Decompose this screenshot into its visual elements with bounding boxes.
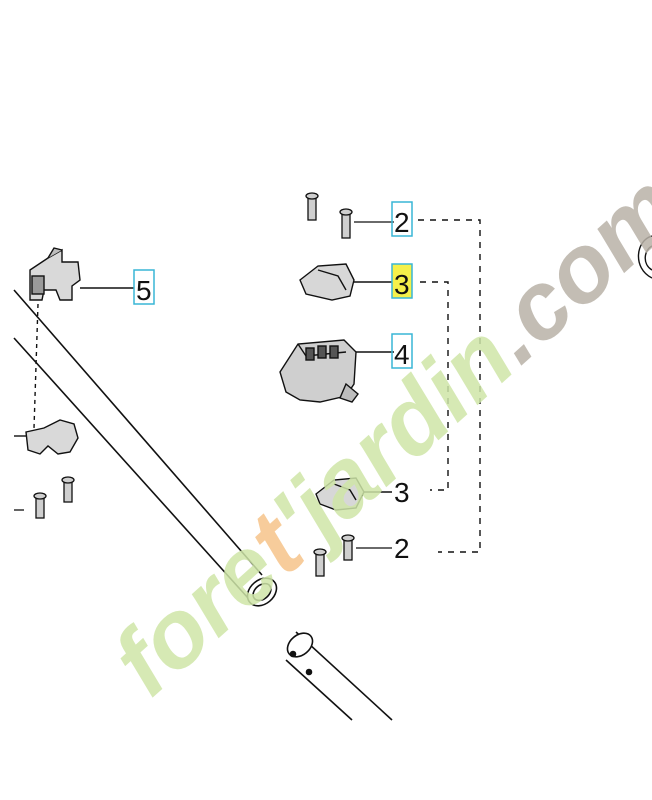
callout-3-bottom: 3 bbox=[394, 477, 410, 508]
svg-text:foret'jardin.com: foret'jardin.com bbox=[92, 153, 652, 715]
callout-5: 5 bbox=[133, 269, 155, 306]
callout-3-top: 3 bbox=[391, 263, 413, 300]
callout-2-bottom: 2 bbox=[394, 533, 410, 564]
callout-4: 4 bbox=[391, 333, 413, 370]
callout-3-bottom-label: 3 bbox=[394, 477, 410, 508]
part-2-bottom-bolts bbox=[313, 534, 392, 577]
part-4-switch-housing bbox=[279, 339, 394, 403]
part-2-top-bolts bbox=[305, 192, 394, 239]
callout-3-top-label: 3 bbox=[394, 269, 410, 300]
callout-4-label: 4 bbox=[394, 339, 410, 370]
dashed-leaders bbox=[418, 219, 481, 553]
main-tube bbox=[13, 289, 278, 607]
edge-part bbox=[637, 235, 652, 279]
part-5-lower-clamp bbox=[14, 303, 79, 455]
part-3-top-bracket bbox=[299, 263, 394, 301]
watermark: foret'jardin.com bbox=[92, 153, 652, 715]
callout-2-bottom-label: 2 bbox=[394, 533, 410, 564]
left-bolts bbox=[14, 476, 75, 519]
lower-tube bbox=[285, 631, 393, 721]
callout-2-top: 2 bbox=[391, 201, 413, 238]
callout-5-label: 5 bbox=[136, 275, 152, 306]
callout-2-top-label: 2 bbox=[394, 207, 410, 238]
part-3-bottom-bracket bbox=[315, 477, 392, 511]
part-5-clamp bbox=[29, 247, 134, 301]
